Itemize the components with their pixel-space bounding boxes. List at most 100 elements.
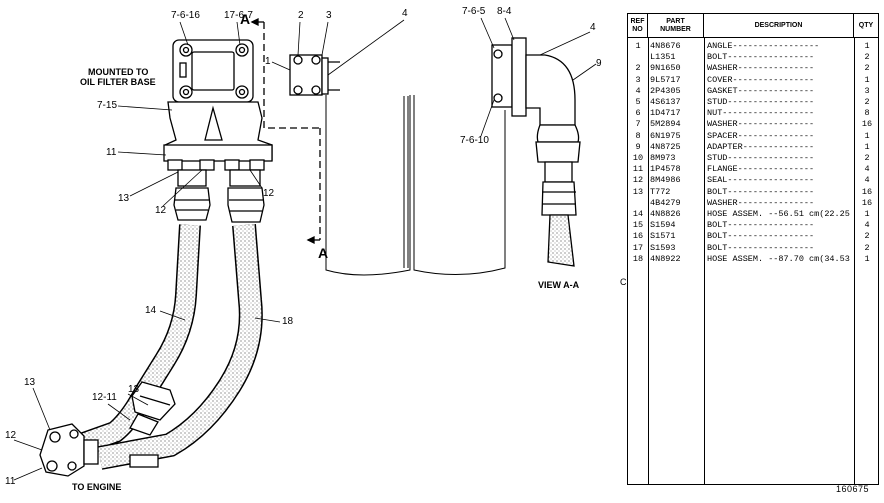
callout-14: 14 [145,305,157,316]
part-number-cell: 8M4986 [650,175,681,186]
ref-cell: 10 [632,153,644,163]
callout-4-right: 4 [590,22,596,33]
ref-cell: 14 [632,209,644,219]
mid-fitting [129,381,176,436]
ref-cell: 15 [632,220,644,231]
part-number-cell: 9L5717 [650,74,681,85]
qty-cell: 16 [861,197,873,208]
description-cell: WASHER--------------- [707,63,815,74]
part-number-cell: 8M973 [650,153,676,163]
part-number-cell: 9N1650 [650,63,681,74]
ref-cell: 16 [632,231,644,242]
column-divider [648,38,649,484]
callout-12-right: 12 [263,188,275,199]
adapter-body [163,101,273,171]
ref-cell: 12 [632,175,644,186]
upper-fittings [173,169,265,223]
qty-cell: 1 [864,141,870,152]
part-number-cell: 1D4717 [650,108,681,119]
description-cell: NUT------------------ [707,108,815,119]
description-cell: WASHER--------------- [707,119,815,130]
qty-cell: 1 [864,130,870,141]
callout-12-bot: 12 [5,430,17,441]
hose-18 [97,224,263,470]
header-ref-line-1: REF [630,17,645,25]
part-number-cell: 4N8922 [650,253,681,264]
description-cell: HOSE ASSEM. --56.51 cm(22.25 in.) [707,209,855,219]
header-part-line-2: NUMBER [660,25,691,33]
header-description-text: DESCRIPTION [754,21,803,29]
qty-cell: 2 [864,231,870,242]
ref-cell: 18 [632,253,644,264]
ref-cell: 8 [635,130,641,141]
callout-11-bot: 11 [5,476,16,487]
part-number-cell: 6N1975 [650,130,681,141]
part-number-cell: T772 [650,186,671,197]
part-number-cell: 1P4578 [650,164,681,175]
description-cell: ANGLE----------------- [707,41,820,51]
callout-12-mid: 12 [155,205,167,216]
callout-13-bot: 13 [24,377,36,388]
mounted-label-line-2: OIL FILTER BASE [80,77,156,87]
ref-cell: 13 [632,186,644,197]
description-cell: BOLT----------------- [707,242,815,253]
qty-cell: 1 [864,209,870,219]
header-description: DESCRIPTION [704,14,854,38]
ref-cell: 1 [635,41,641,51]
description-cell: WASHER--------------- [707,197,815,208]
section-a-top: A [240,11,250,27]
part-number-cell: 5M2894 [650,119,681,130]
ref-cell: 3 [635,74,641,85]
description-cell: SPACER--------------- [707,130,815,141]
document-number: 160675 [836,484,870,494]
filter-canisters [325,95,506,276]
header-qty: QTY [854,14,878,38]
qty-cell: 16 [861,186,873,197]
header-ref-line-2: NO [632,25,643,33]
description-cell: SEAL----------------- [707,175,815,186]
callout-4-left: 4 [402,8,408,19]
qty-cell: 4 [864,164,870,175]
callout-2: 2 [298,10,304,21]
callout-13-bot2: 13 [128,384,140,395]
qty-cell: 2 [864,63,870,74]
description-cell: STUD----------------- [707,97,815,107]
qty-cell: 1 [864,41,870,51]
callout-11-top: 11 [106,147,117,158]
part-number-cell: 4N8725 [650,141,681,152]
callout-13-mid: 13 [118,193,130,204]
mounted-label-line-1: MOUNTED TO [88,67,148,77]
view-aa-hose [547,214,575,267]
table-row: 8 6N1975 SPACER--------------- 1 [628,131,878,142]
header-part-line-1: PART [666,17,685,25]
table-row: 7 5M2894 WASHER--------------- 16 [628,119,878,130]
qty-cell: 1 [864,253,870,264]
qty-cell: 2 [864,153,870,163]
part-number-cell: 2P4305 [650,85,681,96]
qty-cell: 4 [864,175,870,186]
ref-cell: 7 [635,119,641,130]
qty-cell: 16 [861,119,873,130]
description-cell: FLANGE--------------- [707,164,815,175]
callout-7-6-5: 7-6-5 [462,6,486,17]
column-divider [704,38,705,484]
qty-cell: 1 [864,74,870,85]
part-number-cell: S1594 [650,220,676,231]
description-cell: BOLT----------------- [707,220,815,231]
qty-cell: 2 [864,52,870,63]
angle-bracket [289,54,340,96]
part-number-cell: 4S6137 [650,97,681,107]
description-cell: COVER---------------- [707,74,815,85]
